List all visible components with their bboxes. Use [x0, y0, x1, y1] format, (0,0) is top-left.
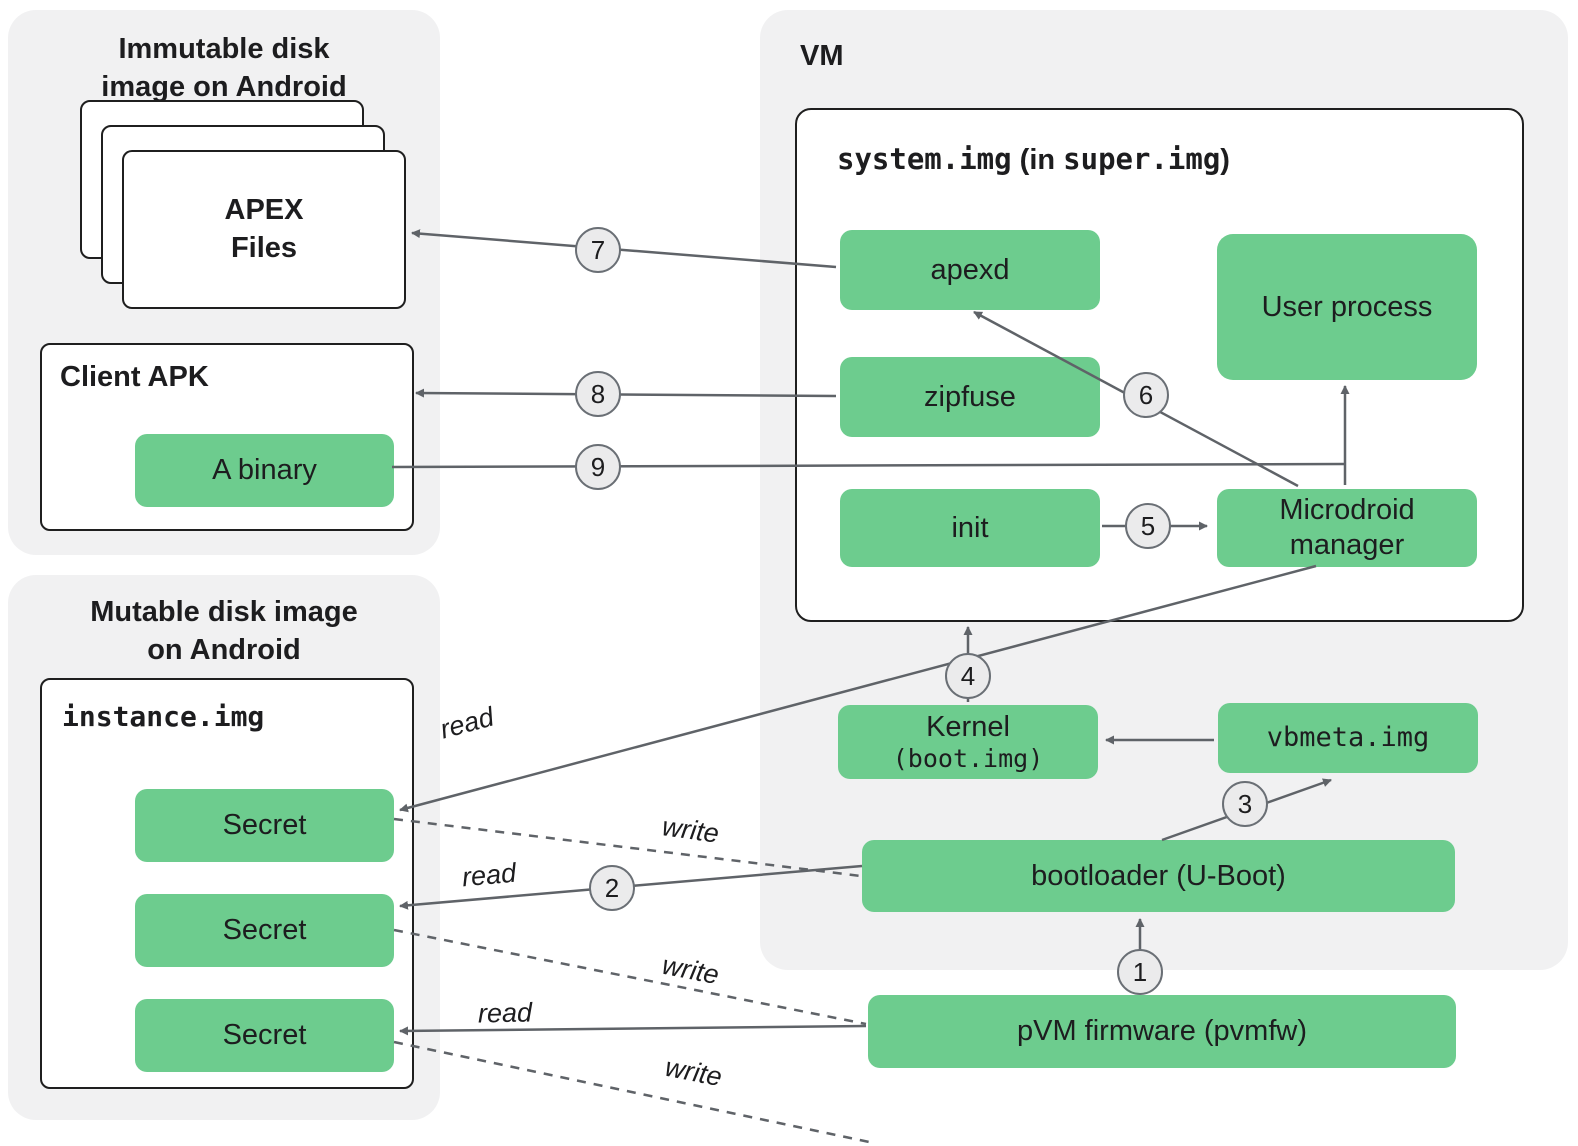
secret-box-1: Secret: [135, 789, 394, 862]
step-circle-2: 2: [589, 865, 635, 911]
immutable-disk-group: Immutable disk image on Android APEX Fil…: [8, 10, 440, 555]
step-circle-8: 8: [575, 371, 621, 417]
kernel-sub-label: (boot.img): [892, 744, 1044, 774]
secret-label-1: Secret: [222, 809, 307, 842]
pvm-firmware-label: pVM firmware (pvmfw): [1016, 1015, 1307, 1048]
step-circle-3: 3: [1222, 781, 1268, 827]
system-img-title-sans1: (in: [1011, 144, 1064, 176]
kernel-box: Kernel (boot.img): [838, 705, 1098, 779]
vm-group: VM system.img (in super.img) apexd User …: [760, 10, 1568, 970]
step-number-7: 7: [590, 234, 606, 265]
pvm-firmware-box: pVM firmware (pvmfw): [868, 995, 1456, 1068]
step-number-5: 5: [1140, 510, 1156, 541]
kernel-label: Kernel: [926, 710, 1010, 743]
step-circle-9: 9: [575, 444, 621, 490]
microdroid-manager-box: Microdroid manager: [1217, 489, 1477, 567]
mutable-group-title: Mutable disk image on Android: [90, 596, 358, 667]
bootloader-label: bootloader (U-Boot): [1031, 859, 1286, 892]
immutable-group-title: Immutable disk image on Android: [101, 33, 347, 104]
step-number-1: 1: [1132, 956, 1148, 987]
step-circle-7: 7: [575, 227, 621, 273]
step-number-3: 3: [1237, 788, 1253, 819]
vbmeta-img-label: vbmeta.img: [1266, 721, 1430, 753]
secret-box-2: Secret: [135, 894, 394, 967]
edge-label-write-firmware: write: [659, 949, 722, 991]
init-label: init: [951, 511, 989, 544]
apex-files-label: APEX Files: [224, 193, 304, 264]
a-binary-label: A binary: [212, 454, 317, 487]
step-circle-5: 5: [1125, 503, 1171, 549]
system-img-title-mono1: system.img: [837, 142, 1012, 176]
step-circle-1: 1: [1117, 949, 1163, 995]
step-number-8: 8: [590, 378, 606, 409]
apexd-label: apexd: [930, 253, 1010, 286]
zipfuse-box: zipfuse: [840, 357, 1100, 437]
step-circle-6: 6: [1123, 372, 1169, 418]
edge-label-write-bootloader: write: [660, 811, 721, 849]
mutable-disk-group: Mutable disk image on Android instance.i…: [8, 575, 440, 1120]
system-img-title-mono2: super.img: [1063, 142, 1221, 176]
user-process-label: User process: [1261, 290, 1433, 323]
instance-img-label: instance.img: [62, 700, 265, 733]
secret-label-2: Secret: [222, 914, 307, 947]
step-number-9: 9: [590, 451, 606, 482]
client-apk-box: Client APK A binary: [40, 343, 414, 531]
step-number-6: 6: [1138, 379, 1154, 410]
microdroid-manager-label: Microdroid manager: [1279, 494, 1415, 561]
init-box: init: [840, 489, 1100, 567]
apex-card-front: APEX Files: [122, 150, 406, 309]
apexd-box: apexd: [840, 230, 1100, 310]
secret-box-3: Secret: [135, 999, 394, 1072]
edge-label-read-firmware: read: [477, 997, 533, 1029]
edge-label-read-microdroid: read: [436, 701, 497, 745]
bootloader-box: bootloader (U-Boot): [862, 840, 1455, 912]
secret-label-3: Secret: [222, 1019, 307, 1052]
edge-label-read-bootloader: read: [460, 857, 518, 893]
vbmeta-img-box: vbmeta.img: [1218, 703, 1478, 773]
system-img-title-sans2: ): [1220, 144, 1230, 176]
edge-label-write-last: write: [662, 1051, 725, 1093]
instance-img-box: instance.img Secret Secret Secret: [40, 678, 414, 1089]
step-number-2: 2: [604, 872, 620, 903]
vm-group-title: VM: [800, 40, 844, 72]
client-apk-label: Client APK: [60, 361, 209, 393]
a-binary-box: A binary: [135, 434, 394, 507]
step-circle-4: 4: [945, 653, 991, 699]
step-number-4: 4: [960, 660, 976, 691]
zipfuse-label: zipfuse: [924, 380, 1016, 413]
system-img-title: system.img (in super.img): [837, 142, 1230, 177]
user-process-box: User process: [1217, 234, 1477, 380]
